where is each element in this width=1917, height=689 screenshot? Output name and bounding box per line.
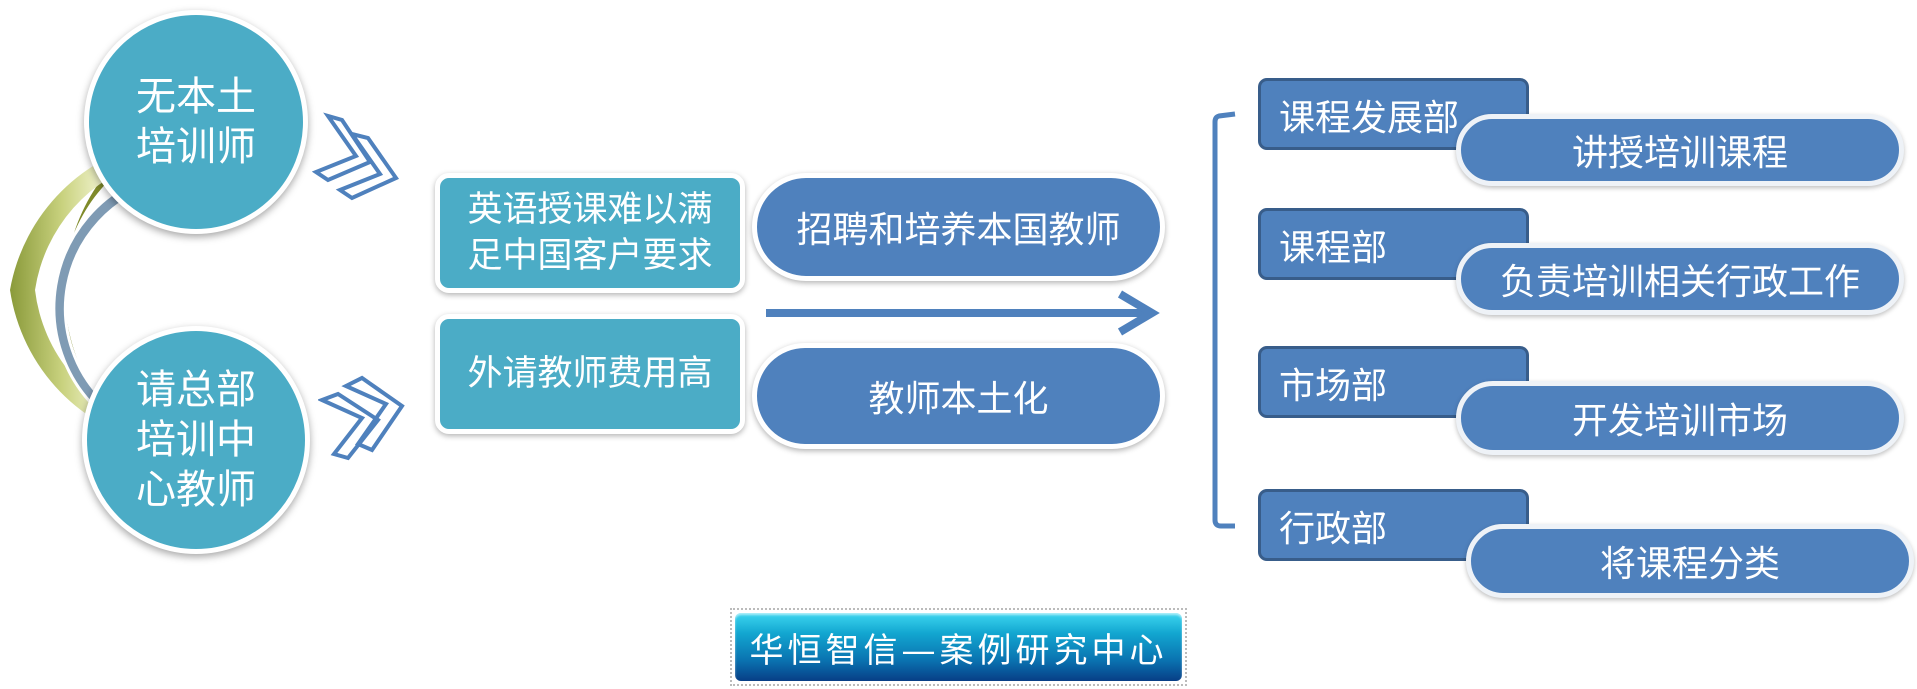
duty-pill-2: 负责培训相关行政工作 [1456,243,1904,315]
footer-label: 华恒智信—案例研究中心 [735,613,1182,681]
double-chevron-right-icon [318,375,405,461]
issue-box-2: 外请教师费用高 [435,314,745,434]
footer-banner: 华恒智信—案例研究中心 [730,608,1187,686]
arrow-right-icon [766,290,1160,336]
problem-circle-1: 无本土 培训师 [84,10,308,234]
problem-circle-2: 请总部 培训中 心教师 [82,326,310,554]
solution-pill-2: 教师本土化 [752,343,1165,449]
double-chevron-right-icon [312,112,400,201]
left-bracket [1212,111,1236,529]
duty-pill-4: 将课程分类 [1466,524,1914,598]
duty-pill-3: 开发培训市场 [1456,381,1904,455]
arc-band [10,140,160,445]
problem-label-1: 无本土 培训师 [136,74,256,170]
problem-label-2: 请总部 培训中 心教师 [136,367,256,513]
issue-box-1: 英语授课难以满 足中国客户要求 [435,173,745,293]
arc-outer [61,133,150,450]
duty-pill-1: 讲授培训课程 [1456,114,1904,186]
solution-pill-1: 招聘和培养本国教师 [752,173,1165,281]
